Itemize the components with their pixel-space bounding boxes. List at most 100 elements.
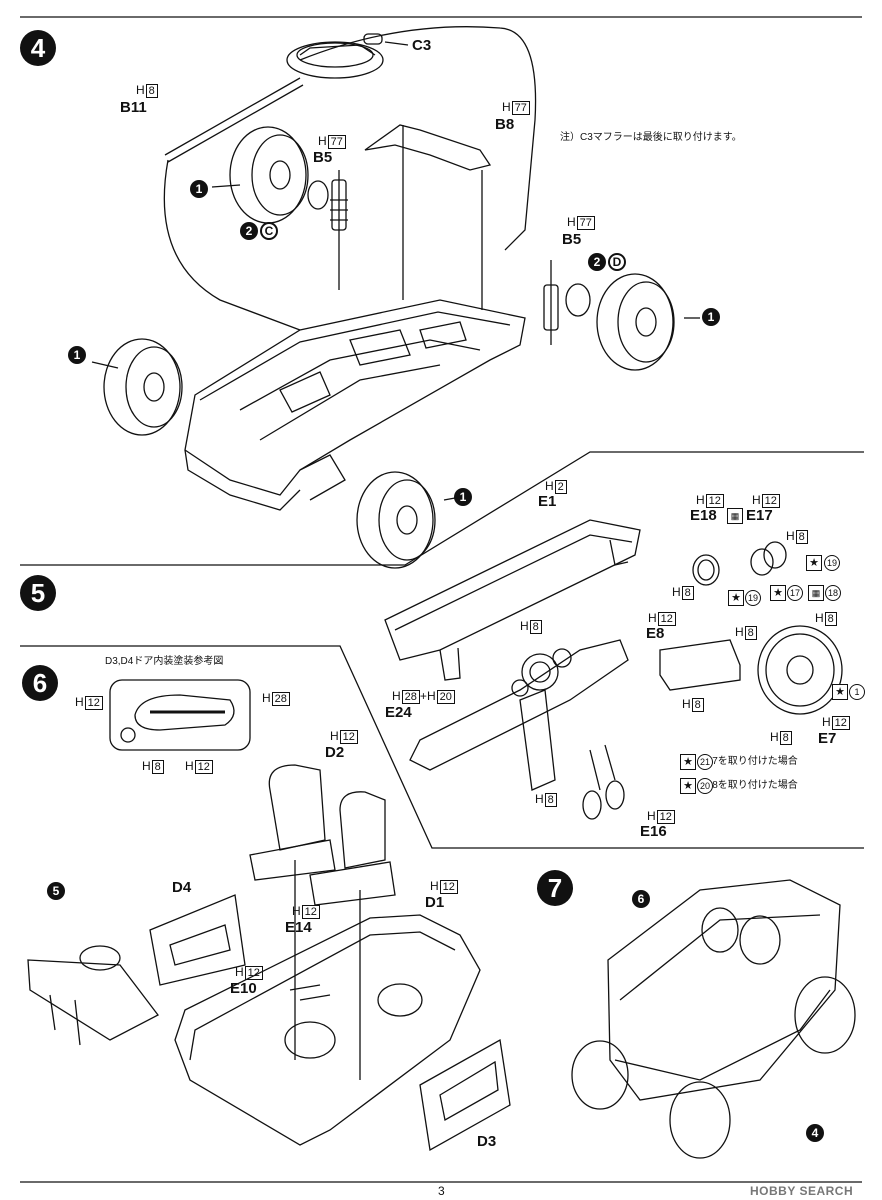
seats-d2 — [249, 764, 396, 1080]
part-e10: E10 — [230, 980, 257, 997]
callout-wheel-1d: 1 — [454, 488, 472, 506]
callout-wheel-1b: 1 — [702, 308, 720, 326]
part-e24: E24 — [385, 704, 412, 721]
callout-susp-2a: 2 — [240, 222, 258, 240]
part-e8: E8 — [646, 625, 665, 642]
checker-icon: ▦ — [808, 585, 824, 601]
note-c3: 注）C3マフラーは最後に取り付けます。 — [560, 132, 742, 143]
checker-icon: ▦ — [727, 508, 743, 524]
star-icon: ★ — [680, 778, 696, 794]
chassis-floorpan — [184, 299, 526, 511]
part-b8: B8 — [495, 116, 515, 133]
callout-wheel-1a: 1 — [190, 180, 208, 198]
part-e16: E16 — [640, 823, 667, 840]
gauges-e18-e17 — [692, 541, 787, 586]
callout-c: C — [260, 222, 278, 240]
star-icon: ★ — [680, 754, 696, 770]
part-e1: E1 — [538, 493, 557, 510]
pedals-e16 — [582, 744, 625, 820]
callout-wheel-1c: 1 — [68, 346, 86, 364]
note-e17: E17を取り付けた場合 — [700, 756, 798, 767]
step-4-marker: 4 — [20, 30, 56, 66]
decal-19a: 19 — [824, 555, 840, 571]
shock-right — [543, 260, 591, 345]
part-e7: E7 — [818, 730, 837, 747]
callout-susp-2b: 2 — [588, 253, 606, 271]
door-d3 — [419, 1038, 511, 1152]
star-icon: ★ — [770, 585, 786, 601]
star-icon: ★ — [728, 590, 744, 606]
part-d2: D2 — [325, 744, 345, 761]
wheel-front-right — [356, 471, 456, 569]
part-c3: C3 — [412, 37, 432, 54]
part-d3: D3 — [477, 1133, 497, 1150]
note-door-paint: D3,D4ドア内装塗装参考図 — [105, 656, 224, 667]
wheel-rear-right — [596, 273, 700, 371]
rear-arm-b8 — [364, 124, 492, 310]
note-e18: E18を取り付けた場合 — [700, 780, 798, 791]
part-e17: E17 — [746, 507, 773, 524]
decal-20: 20 — [697, 778, 713, 794]
door-reference — [109, 679, 251, 751]
step-6-marker: 6 — [22, 665, 58, 701]
exhaust-pipe — [164, 77, 301, 156]
decal-21: 21 — [697, 754, 713, 770]
interior-tub-d1 — [174, 914, 481, 1146]
decal-1: 1 — [849, 684, 865, 700]
callout-step6: 6 — [632, 890, 650, 908]
decal-17: 17 — [787, 585, 803, 601]
star-icon: ★ — [806, 555, 822, 571]
watermark: HOBBY SEARCH — [750, 1184, 854, 1198]
dashboard-lower-e24 — [409, 639, 629, 791]
star-icon: ★ — [832, 684, 848, 700]
steering-wheel-e7 — [757, 625, 843, 715]
decal-19b: 19 — [745, 590, 761, 606]
part-b5a: B5 — [313, 149, 333, 166]
wheel-front-left — [91, 338, 183, 436]
part-b11: B11 — [120, 99, 147, 116]
dashboard-e1 — [384, 519, 641, 681]
part-e18: E18 — [690, 507, 717, 524]
page-number: 3 — [438, 1184, 445, 1198]
part-d1: D1 — [425, 894, 445, 911]
step-7-marker: 7 — [537, 870, 573, 906]
muffler-c3 — [286, 33, 409, 79]
step-5-marker: 5 — [20, 575, 56, 611]
part-b5b: B5 — [562, 231, 582, 248]
part-e14: E14 — [285, 919, 312, 936]
part-d4: D4 — [172, 879, 192, 896]
steering-column-e8 — [659, 639, 741, 691]
door-d4 — [149, 894, 246, 986]
decal-18: 18 — [825, 585, 841, 601]
final-assembly — [571, 879, 856, 1159]
callout-step4: 4 — [806, 1124, 824, 1142]
callout-step5: 5 — [47, 882, 65, 900]
